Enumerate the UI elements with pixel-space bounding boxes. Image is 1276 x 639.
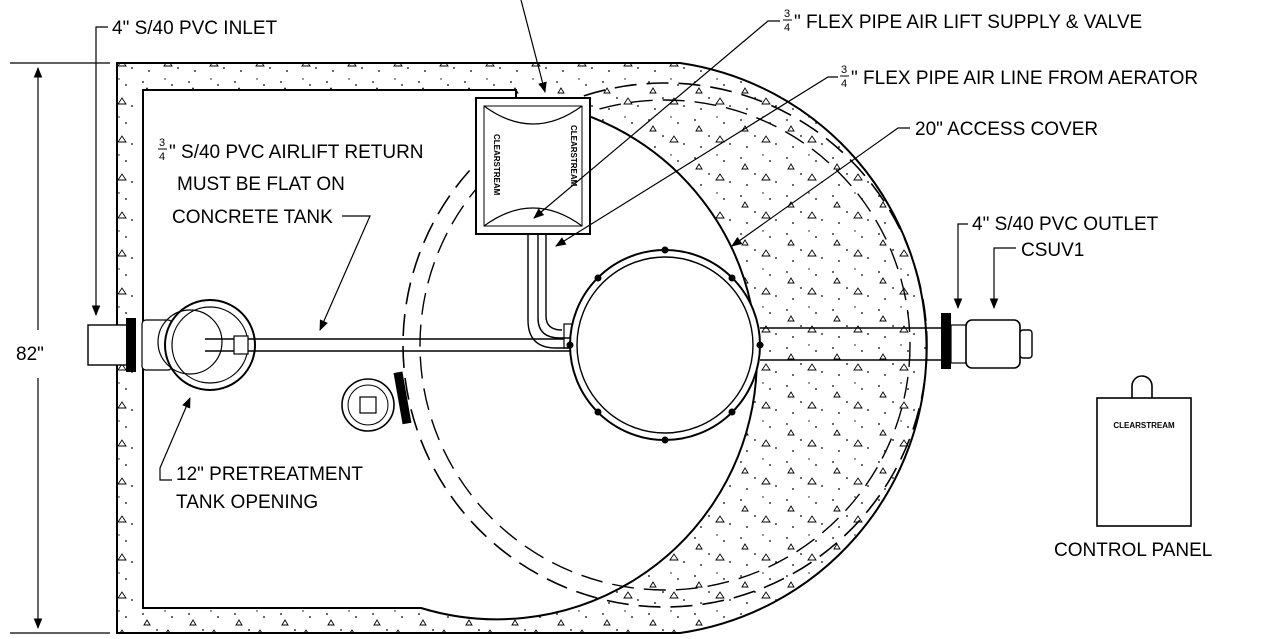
control-panel-label: CONTROL PANEL bbox=[1054, 540, 1212, 561]
airline-aerator-label: " FLEX PIPE AIR LINE FROM AERATOR bbox=[851, 68, 1198, 89]
outlet-label: 4" S/40 PVC OUTLET bbox=[972, 214, 1159, 235]
aerator-brand-right: CLEARSTREAM bbox=[569, 125, 578, 187]
airlift-return-label-2: MUST BE FLAT ON bbox=[177, 174, 345, 195]
tank-chamber-dashed-outline bbox=[402, 82, 928, 608]
airline-aerator-leader bbox=[555, 76, 838, 247]
dimension-82: 82" bbox=[16, 344, 44, 365]
airline-fraction-num: 3 bbox=[841, 64, 847, 76]
top-leader bbox=[520, 0, 547, 94]
csuv1-leader bbox=[989, 247, 1016, 310]
airline-fraction-den: 4 bbox=[841, 78, 847, 90]
dimension-line bbox=[10, 62, 110, 634]
inlet-label: 4" S/40 PVC INLET bbox=[112, 18, 278, 39]
airlift-return-pipe bbox=[205, 323, 579, 355]
tank-chamber-inner-dashed-outline bbox=[419, 99, 911, 591]
access-cover bbox=[566, 246, 764, 444]
airlift-supply-label: " FLEX PIPE AIR LIFT SUPPLY & VALVE bbox=[794, 12, 1142, 33]
csuv1-unit bbox=[965, 319, 1033, 369]
air-flex-lines bbox=[527, 234, 572, 349]
csuv1-label: CSUV1 bbox=[1021, 240, 1084, 261]
access-cover-leader bbox=[731, 127, 910, 247]
pretreatment-opening bbox=[157, 299, 256, 391]
access-cover-label: 20" ACCESS COVER bbox=[915, 119, 1098, 140]
inlet-pipe bbox=[87, 318, 173, 372]
airlift-supply-leader bbox=[533, 20, 780, 219]
aerator-box bbox=[475, 97, 591, 235]
airlift-return-fraction-num: 3 bbox=[159, 137, 165, 149]
pretreatment-label-2: TANK OPENING bbox=[176, 492, 318, 513]
airlift-return-fraction-den: 4 bbox=[159, 151, 165, 163]
inlet-leader bbox=[91, 26, 108, 317]
outlet-leader bbox=[953, 223, 968, 310]
pretreatment-label: 12" PRETREATMENT bbox=[176, 464, 363, 485]
small-riser-fitting bbox=[341, 371, 412, 432]
airlift-return-leader bbox=[319, 215, 371, 331]
aerator-brand-left: CLEARSTREAM bbox=[492, 134, 501, 196]
airlift-supply-fraction-num: 3 bbox=[784, 8, 790, 20]
outlet-pipe bbox=[760, 313, 970, 369]
airlift-supply-fraction-den: 4 bbox=[784, 22, 790, 34]
airlift-return-label: " S/40 PVC AIRLIFT RETURN bbox=[169, 142, 424, 163]
control-panel bbox=[1096, 375, 1192, 527]
pretreatment-leader bbox=[159, 397, 191, 481]
control-panel-brand: CLEARSTREAM bbox=[1113, 421, 1175, 430]
airlift-return-label-3: CONCRETE TANK bbox=[172, 207, 333, 228]
